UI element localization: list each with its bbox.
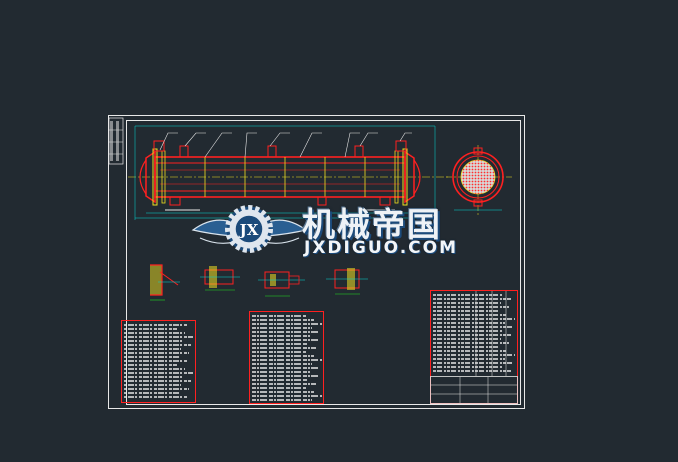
drawing-sheet [108, 115, 525, 409]
design-data-table [249, 311, 324, 404]
main-elevation-view [128, 125, 448, 220]
jx-gear-logo: JX [191, 205, 308, 253]
detail-views [150, 264, 368, 301]
parts-list-table [430, 290, 518, 404]
technical-requirements-table [121, 320, 196, 403]
title-block [430, 376, 518, 404]
logo-monogram: JX [238, 221, 259, 239]
tube-sheet-view [446, 145, 512, 215]
